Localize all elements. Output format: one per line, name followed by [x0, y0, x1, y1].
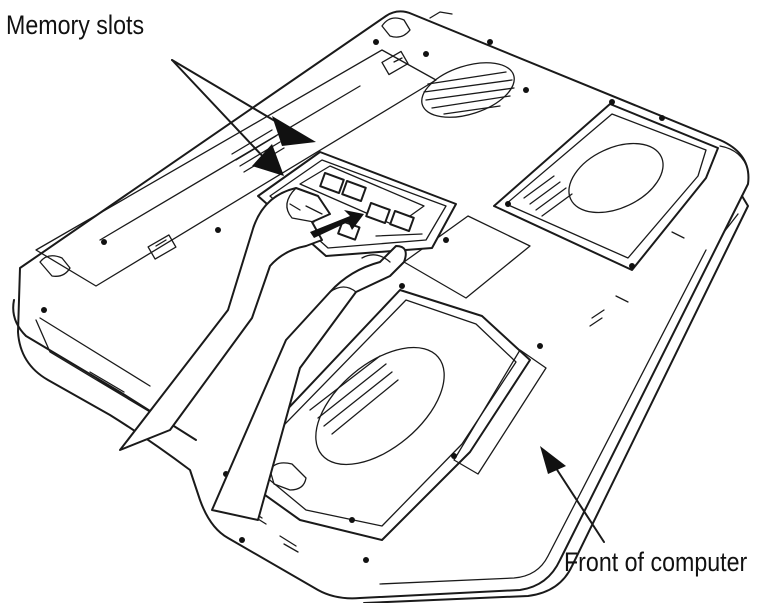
front-of-computer-label: Front of computer: [564, 547, 748, 577]
memory-slots-label: Memory slots: [6, 10, 145, 40]
small-panel: [403, 215, 531, 299]
hdd-cover: [493, 103, 719, 271]
hand-icon: [119, 187, 407, 521]
pointer-arrow-icon: [171, 59, 605, 543]
fan-vent: [421, 62, 515, 118]
